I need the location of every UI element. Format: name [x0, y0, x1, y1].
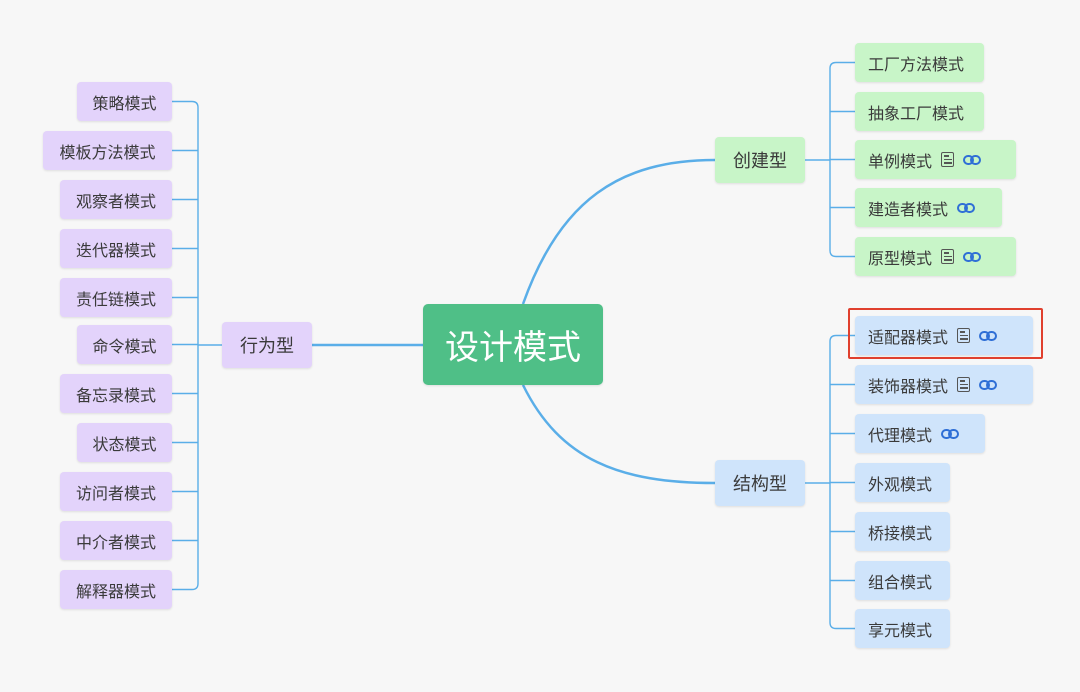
branch-creational-label: 创建型: [733, 151, 787, 172]
structural-pattern-label: 组合模式: [868, 572, 933, 592]
behavioral-pattern-node[interactable]: 解释器模式: [60, 570, 172, 609]
branch-structural[interactable]: 结构型: [715, 460, 805, 506]
behavioral-pattern-label: 解释器模式: [75, 581, 156, 601]
structural-pattern-label: 外观模式: [868, 474, 933, 494]
hyperlink-icon[interactable]: [979, 379, 998, 391]
behavioral-pattern-node[interactable]: 命令模式: [77, 325, 172, 364]
creational-pattern-label: 单例模式: [868, 151, 933, 171]
note-icon[interactable]: [957, 377, 971, 392]
behavioral-pattern-label: 责任链模式: [75, 289, 156, 309]
creational-pattern-node[interactable]: 工厂方法模式: [855, 43, 984, 82]
creational-pattern-label: 抽象工厂模式: [868, 103, 965, 123]
creational-pattern-label: 建造者模式: [868, 199, 949, 219]
structural-pattern-label: 享元模式: [868, 620, 933, 640]
structural-pattern-node[interactable]: 桥接模式: [855, 512, 950, 551]
branch-creational[interactable]: 创建型: [715, 137, 805, 183]
behavioral-pattern-label: 状态模式: [92, 434, 157, 454]
root-topic-label: 设计模式: [445, 328, 581, 368]
creational-pattern-label: 原型模式: [868, 248, 933, 268]
creational-pattern-node[interactable]: 建造者模式: [855, 188, 1002, 227]
structural-pattern-label: 桥接模式: [868, 523, 933, 543]
behavioral-pattern-label: 观察者模式: [75, 191, 156, 211]
structural-pattern-node[interactable]: 享元模式: [855, 609, 950, 648]
behavioral-pattern-label: 中介者模式: [75, 532, 156, 552]
root-topic[interactable]: 设计模式: [423, 304, 603, 385]
structural-pattern-label: 代理模式: [868, 425, 933, 445]
hyperlink-icon[interactable]: [963, 154, 982, 166]
structural-leaf-link: [829, 622, 855, 630]
behavioral-pattern-node[interactable]: 迭代器模式: [60, 229, 172, 268]
behavioral-pattern-node[interactable]: 观察者模式: [60, 180, 172, 219]
behavioral-pattern-node[interactable]: 访问者模式: [60, 472, 172, 511]
selection-highlight: [848, 308, 1043, 359]
behavioral-pattern-node[interactable]: 中介者模式: [60, 521, 172, 560]
structural-pattern-node[interactable]: 代理模式: [855, 414, 985, 453]
branch-structural-label: 结构型: [733, 474, 787, 495]
note-icon[interactable]: [957, 328, 971, 343]
note-icon[interactable]: [941, 249, 955, 264]
behavioral-pattern-label: 策略模式: [92, 93, 157, 113]
root-link-structural: [521, 384, 716, 485]
hyperlink-icon[interactable]: [941, 428, 960, 440]
structural-pattern-node[interactable]: 组合模式: [855, 561, 950, 600]
creational-pattern-node[interactable]: 原型模式: [855, 237, 1016, 276]
behavioral-pattern-label: 访问者模式: [75, 483, 156, 503]
behavioral-pattern-node[interactable]: 状态模式: [77, 423, 172, 462]
structural-leaf-link: [829, 334, 855, 342]
behavioral-leaf-link: [172, 100, 199, 108]
behavioral-pattern-node[interactable]: 责任链模式: [60, 278, 172, 317]
behavioral-pattern-node[interactable]: 模板方法模式: [43, 131, 172, 170]
structural-pattern-node[interactable]: 适配器模式: [855, 316, 1033, 355]
branch-behavioral[interactable]: 行为型: [222, 322, 312, 368]
creational-pattern-label: 工厂方法模式: [868, 54, 965, 74]
structural-pattern-node[interactable]: 装饰器模式: [855, 365, 1033, 404]
structural-pattern-node[interactable]: 外观模式: [855, 463, 950, 502]
behavioral-pattern-label: 模板方法模式: [59, 142, 156, 162]
hyperlink-icon[interactable]: [979, 330, 998, 342]
hyperlink-icon[interactable]: [963, 251, 982, 263]
behavioral-pattern-node[interactable]: 备忘录模式: [60, 374, 172, 413]
creational-pattern-node[interactable]: 单例模式: [855, 140, 1016, 179]
behavioral-pattern-label: 备忘录模式: [75, 385, 156, 405]
creational-pattern-node[interactable]: 抽象工厂模式: [855, 92, 984, 131]
creational-leaf-link: [829, 61, 855, 69]
creational-leaf-link: [829, 250, 855, 258]
note-icon[interactable]: [941, 152, 955, 167]
root-link-creational: [521, 158, 716, 305]
branch-behavioral-label: 行为型: [240, 336, 294, 357]
behavioral-leaf-link: [172, 583, 199, 591]
structural-pattern-label: 适配器模式: [868, 327, 949, 347]
hyperlink-icon[interactable]: [957, 202, 976, 214]
behavioral-pattern-label: 命令模式: [92, 336, 157, 356]
behavioral-pattern-label: 迭代器模式: [75, 240, 156, 260]
structural-pattern-label: 装饰器模式: [868, 376, 949, 396]
behavioral-pattern-node[interactable]: 策略模式: [77, 82, 172, 121]
